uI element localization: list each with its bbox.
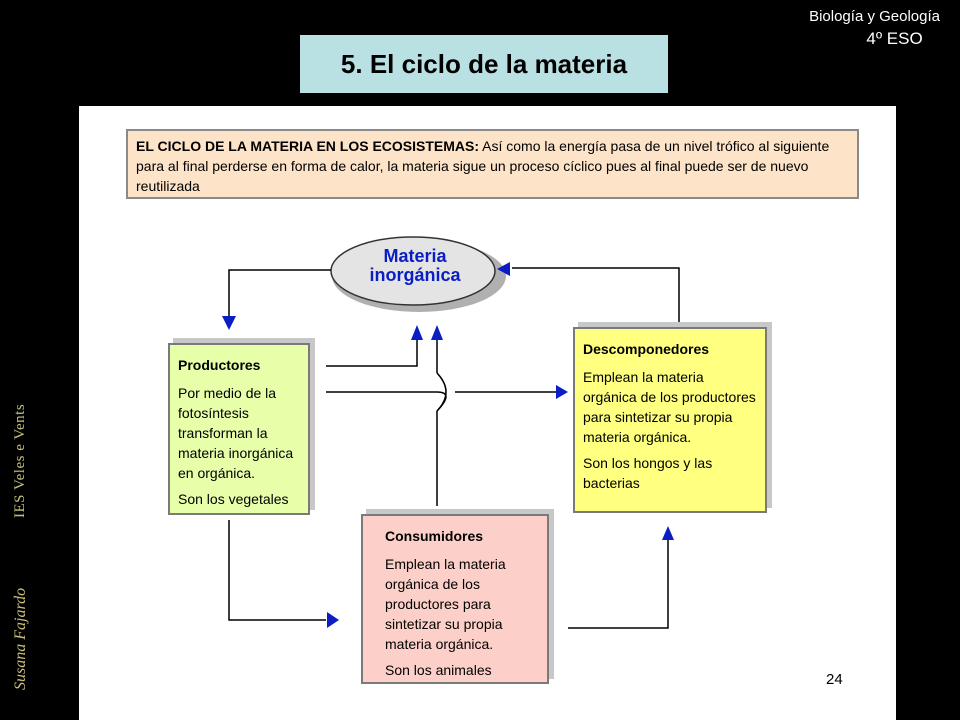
course-label: Biología y Geología 4º ESO: [809, 6, 940, 50]
arrowhead: [411, 325, 423, 340]
producers-box: Productores Por medio de la fotosíntesis…: [168, 343, 310, 515]
consumers-box: Consumidores Emplean la materia orgánica…: [361, 514, 549, 684]
consumers-heading: Consumidores: [385, 528, 484, 544]
arrow-producers-to-consumers: [228, 520, 326, 621]
level-label: 4º ESO: [866, 29, 923, 48]
consumers-body: Emplean la materia orgánica de los produ…: [385, 556, 506, 652]
arrow-producers-to-matter: [326, 336, 418, 367]
page-number: 24: [826, 671, 843, 688]
intro-box: EL CICLO DE LA MATERIA EN LOS ECOSISTEMA…: [126, 129, 859, 199]
arrow-consumers-to-decomposers: [568, 540, 669, 629]
arrow-matter-to-producers: [228, 269, 331, 322]
consumers-note: Son los animales: [385, 662, 492, 678]
arrowhead: [662, 526, 674, 540]
producers-heading: Productores: [178, 357, 261, 373]
intro-text: Así como la energía pasa de un nivel tró…: [136, 138, 830, 194]
intro-lead: EL CICLO DE LA MATERIA EN LOS ECOSISTEMA…: [136, 138, 480, 154]
matter-label: Materia inorgánica: [350, 247, 480, 285]
arrowhead: [431, 325, 443, 340]
decomposers-box: Descomponedores Emplean la materia orgán…: [573, 327, 767, 513]
arrowhead: [497, 262, 510, 276]
slide-title: 5. El ciclo de la materia: [300, 35, 668, 93]
subject-label: Biología y Geología: [809, 8, 940, 25]
arrowhead: [327, 612, 339, 628]
matter-line-2: inorgánica: [369, 265, 461, 285]
matter-line-1: Materia: [383, 246, 447, 266]
producers-body: Por medio de la fotosíntesis transforman…: [178, 385, 294, 481]
arrow-producers-to-decomposers: [326, 391, 558, 412]
matter-ellipse: [330, 236, 496, 306]
producers-note: Son los vegetales: [178, 491, 289, 507]
arrowhead: [222, 316, 236, 330]
arrow-decomposers-to-matter: [512, 267, 680, 323]
decomposers-note: Son los hongos y las bacterias: [583, 455, 713, 491]
decomposers-heading: Descomponedores: [583, 341, 710, 357]
decomposers-body: Emplean la materia orgánica de los produ…: [583, 369, 756, 445]
arrowhead: [556, 385, 568, 399]
